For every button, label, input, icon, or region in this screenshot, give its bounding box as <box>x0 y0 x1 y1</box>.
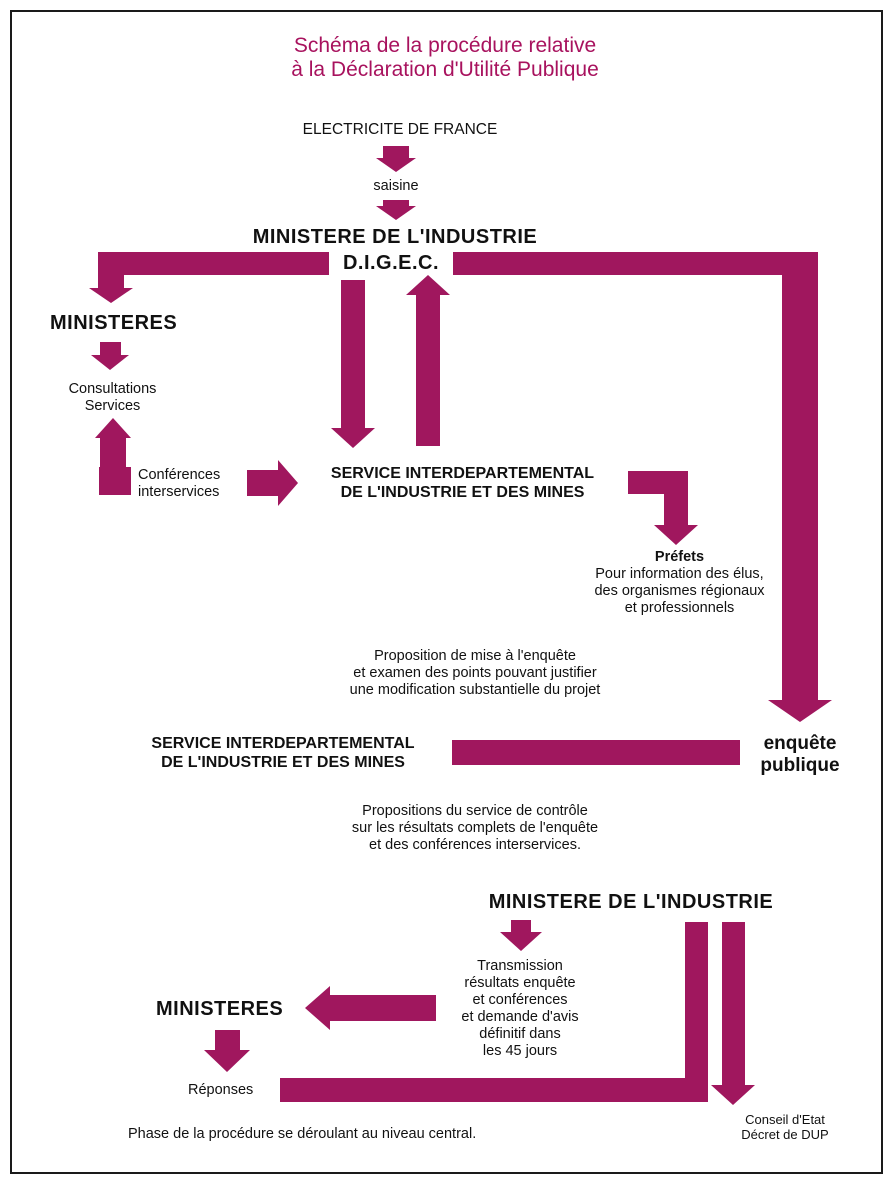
node-edf: ELECTRICITE DE FRANCE <box>302 121 498 138</box>
node-digec: D.I.G.E.C. <box>342 252 440 274</box>
diagram-title: Schéma de la procédure relative à la Déc… <box>230 34 660 82</box>
footer-note: Phase de la procédure se déroulant au ni… <box>128 1126 477 1142</box>
title-line-2: à la Déclaration d'Utilité Publique <box>291 58 599 82</box>
prefets-title: Préfets <box>654 549 705 565</box>
node-ministeres-2: MINISTERES <box>156 998 284 1020</box>
arrow-saisine-to-ministere <box>376 200 416 220</box>
arrow-ministeres-to-reponses <box>204 1030 250 1072</box>
title-line-1: Schéma de la procédure relative <box>293 34 597 57</box>
node-ministere-industrie-1: MINISTERE DE L'INDUSTRIE <box>252 226 538 248</box>
arrow-ministere2-to-transmission <box>500 920 542 951</box>
arrow-edf-to-saisine <box>376 146 416 172</box>
node-service-2: SERVICE INTERDEPARTEMENTAL DE L'INDUSTRI… <box>151 735 415 771</box>
node-conseil-etat: Conseil d'Etat Décret de DUP <box>741 1112 829 1143</box>
arrow-service-to-prefets <box>628 471 698 545</box>
node-enquete-publique: enquête publique <box>760 733 840 777</box>
node-propositions-controle: Propositions du service de contrôle sur … <box>351 803 599 854</box>
arrow-conferences-to-service <box>247 460 298 506</box>
arrow-digec-to-enquete <box>453 252 832 722</box>
arrow-ministere-to-reponses <box>280 922 708 1102</box>
node-proposition: Proposition de mise à l'enquête et exame… <box>349 648 601 699</box>
node-service-1: SERVICE INTERDEPARTEMENTAL DE L'INDUSTRI… <box>330 465 595 501</box>
node-ministeres-1: MINISTERES <box>50 312 178 334</box>
node-reponses: Réponses <box>188 1082 254 1098</box>
arrow-transmission-to-ministeres <box>305 986 436 1030</box>
arrow-ministere-to-conseil <box>711 922 755 1105</box>
arrow-ministeres-to-consultations <box>91 342 129 370</box>
band-service2-enquete <box>452 740 740 765</box>
diagram-frame <box>10 10 883 1174</box>
node-saisine: saisine <box>373 178 419 194</box>
arrow-conferences-to-consultations <box>95 418 131 495</box>
arrow-service-to-digec <box>406 275 450 446</box>
node-conferences: Conférences interservices <box>138 467 221 501</box>
node-consultations: Consultations Services <box>68 381 157 415</box>
node-ministere-industrie-2: MINISTERE DE L'INDUSTRIE <box>488 891 774 913</box>
arrow-digec-to-service <box>331 280 375 448</box>
node-transmission: Transmission résultats enquête et confér… <box>461 958 579 1059</box>
node-prefets: Préfets Pour information des élus, des o… <box>572 549 787 617</box>
arrow-digec-to-ministeres <box>89 252 329 303</box>
